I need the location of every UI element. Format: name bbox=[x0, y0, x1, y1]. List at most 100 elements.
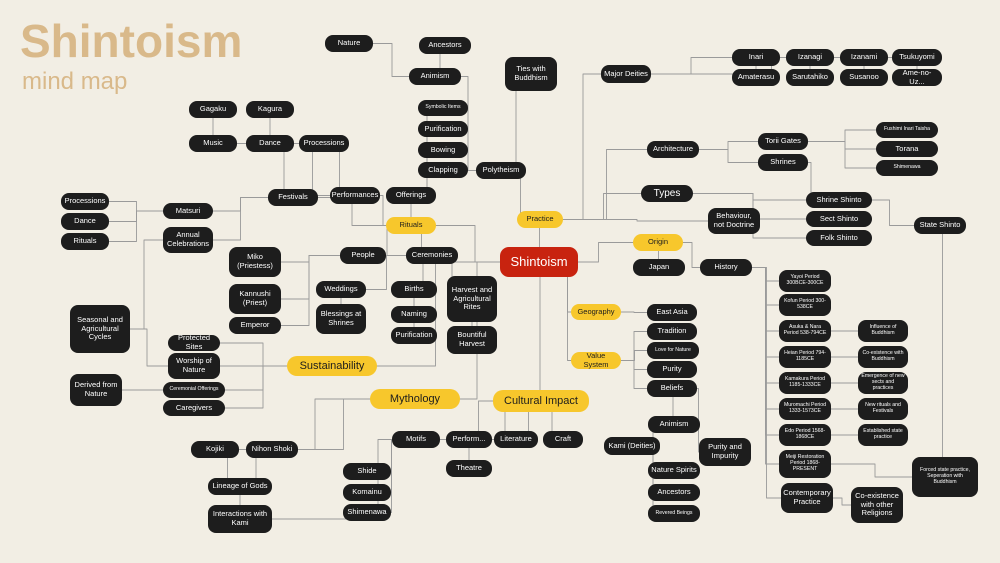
node-fushimi[interactable]: Fushimi Inari Taisha bbox=[876, 122, 938, 138]
node-festivals[interactable]: Festivals bbox=[268, 189, 318, 206]
node-komainu[interactable]: Komainu bbox=[343, 484, 391, 501]
node-rituals[interactable]: Rituals bbox=[386, 217, 436, 234]
node-torii[interactable]: Torii Gates bbox=[758, 133, 808, 150]
node-literature[interactable]: Literature bbox=[494, 431, 538, 448]
node-blessings[interactable]: Blessings at Shrines bbox=[316, 304, 366, 334]
node-dance-top[interactable]: Dance bbox=[246, 135, 294, 152]
node-people[interactable]: People bbox=[340, 247, 386, 264]
node-offerings[interactable]: Offerings bbox=[386, 187, 436, 204]
node-coexistence-religions[interactable]: Co-existence with other Religions bbox=[851, 487, 903, 523]
node-bountiful[interactable]: Bountiful Harvest bbox=[447, 326, 497, 354]
node-caregivers[interactable]: Caregivers bbox=[163, 400, 225, 416]
node-dance-l[interactable]: Dance bbox=[61, 213, 109, 230]
node-ceremonies[interactable]: Ceremonies bbox=[406, 247, 458, 264]
node-bowing[interactable]: Bowing bbox=[418, 142, 468, 158]
node-coexistence-buddhism[interactable]: Co-existence with Buddhism bbox=[858, 346, 908, 368]
node-kojiki[interactable]: Kojiki bbox=[191, 441, 239, 458]
node-polytheism[interactable]: Polytheism bbox=[476, 162, 526, 179]
node-cultural-impact[interactable]: Cultural Impact bbox=[493, 390, 589, 412]
node-purity[interactable]: Purity bbox=[647, 361, 697, 378]
node-origin[interactable]: Origin bbox=[633, 234, 683, 251]
node-kami[interactable]: Kami (Deities) bbox=[604, 437, 660, 455]
node-revered[interactable]: Revered Beings bbox=[648, 505, 700, 522]
node-processions-l[interactable]: Processions bbox=[61, 193, 109, 210]
node-kannushi[interactable]: Kannushi (Priest) bbox=[229, 284, 281, 314]
node-music[interactable]: Music bbox=[189, 135, 237, 152]
node-perform[interactable]: Perform... bbox=[446, 431, 492, 448]
node-history[interactable]: History bbox=[700, 259, 752, 276]
node-seasonal[interactable]: Seasonal and Agricultural Cycles bbox=[70, 305, 130, 353]
node-shimenawa-low[interactable]: Shimenawa bbox=[343, 504, 391, 521]
node-folk-shinto[interactable]: Folk Shinto bbox=[806, 230, 872, 246]
node-animism-top[interactable]: Animism bbox=[409, 68, 461, 85]
node-matsuri[interactable]: Matsuri bbox=[163, 203, 213, 219]
node-ancestors-low[interactable]: Ancestors bbox=[648, 484, 700, 501]
node-east-asia[interactable]: East Asia bbox=[647, 304, 697, 321]
node-performances[interactable]: Performances bbox=[330, 187, 380, 204]
node-emergence[interactable]: Emergence of new sects and practices bbox=[858, 372, 908, 394]
node-protected[interactable]: Protected Sites bbox=[168, 335, 220, 351]
node-miko[interactable]: Miko (Priestess) bbox=[229, 247, 281, 277]
node-nature-spirits[interactable]: Nature Spirits bbox=[648, 462, 700, 479]
node-ties-buddhism[interactable]: Ties with Buddhism bbox=[505, 57, 557, 91]
node-susanoo[interactable]: Susanoo bbox=[840, 69, 888, 86]
node-sustainability[interactable]: Sustainability bbox=[287, 356, 377, 376]
node-torana[interactable]: Torana bbox=[876, 141, 938, 157]
node-shrines[interactable]: Shrines bbox=[758, 154, 808, 171]
node-sect-shinto[interactable]: Sect Shinto bbox=[806, 211, 872, 227]
node-architecture[interactable]: Architecture bbox=[647, 141, 699, 158]
node-emperor[interactable]: Emperor bbox=[229, 317, 281, 334]
node-muromachi[interactable]: Muromachi Period 1333-1573CE bbox=[779, 398, 831, 420]
node-purity-impurity[interactable]: Purity and Impurity bbox=[699, 438, 751, 466]
node-izanagi[interactable]: Izanagi bbox=[786, 49, 834, 66]
node-purification-mid[interactable]: Purification bbox=[391, 327, 437, 344]
node-nature[interactable]: Nature bbox=[325, 35, 373, 52]
node-births[interactable]: Births bbox=[391, 281, 437, 298]
node-motifs[interactable]: Motifs bbox=[392, 431, 440, 448]
node-established[interactable]: Established state practice bbox=[858, 424, 908, 446]
node-lineage[interactable]: Lineage of Gods bbox=[208, 478, 272, 495]
node-sarutahiko[interactable]: Sarutahiko bbox=[786, 69, 834, 86]
node-animism-low[interactable]: Animism bbox=[648, 416, 700, 433]
node-behaviour[interactable]: Behaviour, not Doctrine bbox=[708, 208, 760, 234]
node-kofun[interactable]: Kofun Period 300-538CE bbox=[779, 294, 831, 316]
node-beliefs[interactable]: Beliefs bbox=[647, 380, 697, 397]
node-value-system[interactable]: Value System bbox=[571, 352, 621, 369]
node-forced[interactable]: Forced state practice, Seperation with B… bbox=[912, 457, 978, 497]
node-naming[interactable]: Naming bbox=[391, 306, 437, 323]
node-gagaku[interactable]: Gagaku bbox=[189, 101, 237, 118]
node-yayoi[interactable]: Yayoi Period 300BCE-300CE bbox=[779, 270, 831, 292]
node-influence-buddhism[interactable]: Influence of Buddhism bbox=[858, 320, 908, 342]
node-symbolic-items[interactable]: Symbolic Items bbox=[418, 100, 468, 116]
node-derived-nature[interactable]: Derived from Nature bbox=[70, 374, 122, 406]
node-kamakura[interactable]: Kamakura Period 1185-1333CE bbox=[779, 372, 831, 394]
node-processions-top[interactable]: Processions bbox=[299, 135, 349, 152]
node-annual[interactable]: Annual Celebrations bbox=[163, 227, 213, 253]
node-weddings[interactable]: Weddings bbox=[316, 281, 366, 298]
node-tradition[interactable]: Tradition bbox=[647, 323, 697, 340]
node-love-nature[interactable]: Love for Nature bbox=[647, 342, 699, 359]
node-tsukuyomi[interactable]: Tsukuyomi bbox=[892, 49, 942, 66]
node-mythology[interactable]: Mythology bbox=[370, 389, 460, 409]
node-types[interactable]: Types bbox=[641, 185, 693, 202]
node-shide[interactable]: Shide bbox=[343, 463, 391, 480]
node-japan[interactable]: Japan bbox=[633, 259, 685, 276]
node-inari[interactable]: Inari bbox=[732, 49, 780, 66]
node-ancestors-top[interactable]: Ancestors bbox=[419, 37, 471, 54]
node-ceremonial-offerings[interactable]: Ceremonial Offerings bbox=[163, 382, 225, 398]
node-worship-nature[interactable]: Worship of Nature bbox=[168, 353, 220, 379]
node-craft[interactable]: Craft bbox=[543, 431, 583, 448]
node-asuka[interactable]: Asuka & Nara Period 538-794CE bbox=[779, 320, 831, 342]
node-rituals-l[interactable]: Rituals bbox=[61, 233, 109, 250]
node-shrine-shinto[interactable]: Shrine Shinto bbox=[806, 192, 872, 208]
node-ameno[interactable]: Ame-no-Uz... bbox=[892, 69, 942, 86]
node-harvest[interactable]: Harvest and Agricultural Rites bbox=[447, 276, 497, 322]
node-major-deities[interactable]: Major Deities bbox=[601, 65, 651, 83]
node-contemporary[interactable]: Contemporary Practice bbox=[781, 483, 833, 513]
node-practice[interactable]: Practice bbox=[517, 211, 563, 228]
node-nihon-shoki[interactable]: Nihon Shoki bbox=[246, 441, 298, 458]
node-kagura[interactable]: Kagura bbox=[246, 101, 294, 118]
node-interactions[interactable]: Interactions with Kami bbox=[208, 505, 272, 533]
node-edo[interactable]: Edo Period 1568-1868CE bbox=[779, 424, 831, 446]
node-izanami[interactable]: Izanami bbox=[840, 49, 888, 66]
